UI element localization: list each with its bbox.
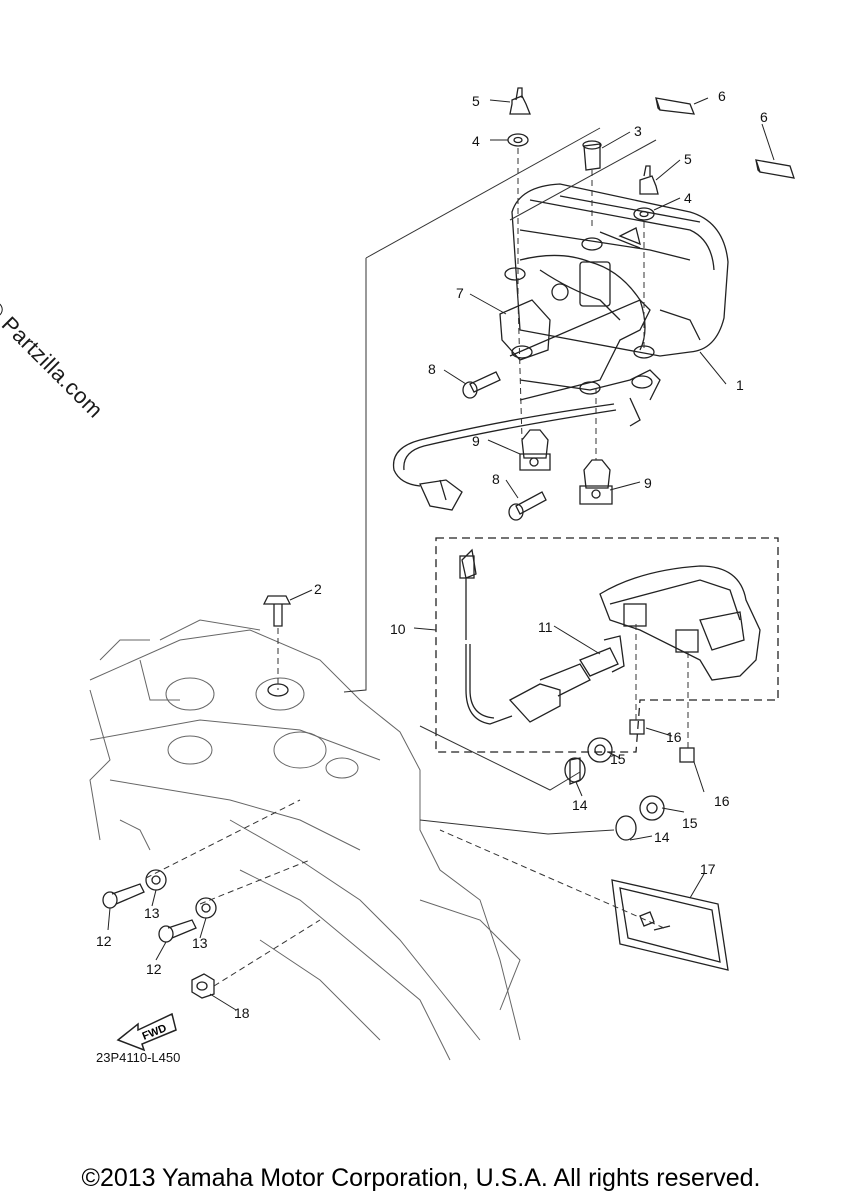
callout-8-b: 8 — [492, 471, 500, 487]
callout-7: 7 — [456, 285, 464, 301]
callout-4-b: 4 — [684, 190, 692, 206]
plate-gasket — [611, 879, 729, 971]
callout-8-a: 8 — [428, 361, 436, 377]
diagram-code: 23P4110-L450 — [96, 1050, 181, 1065]
callout-13-b: 13 — [192, 935, 208, 951]
callout-9-b: 9 — [644, 475, 652, 491]
callout-18: 18 — [234, 1005, 250, 1021]
callout-9-a: 9 — [472, 433, 480, 449]
callout-2: 2 — [314, 581, 322, 597]
callout-1: 1 — [736, 377, 744, 393]
license-lamp — [459, 548, 761, 725]
hardware-top — [507, 87, 795, 221]
callout-16-a: 16 — [666, 729, 682, 745]
mounting-bracket — [392, 237, 661, 511]
callout-10: 10 — [390, 621, 406, 637]
taillight-assembly — [511, 183, 729, 357]
callout-16-b: 16 — [714, 793, 730, 809]
callout-6-b: 6 — [760, 109, 768, 125]
fwd-label: FWD — [141, 1022, 169, 1043]
copyright-text: ©2013 Yamaha Motor Corporation, U.S.A. A… — [81, 1164, 761, 1192]
callout-13-a: 13 — [144, 905, 160, 921]
callout-11: 11 — [538, 619, 553, 635]
screws-and-clips — [462, 371, 613, 521]
fwd-arrow — [116, 1012, 177, 1052]
callout-14-b: 14 — [654, 829, 670, 845]
callout-3: 3 — [634, 123, 642, 139]
callout-15-b: 15 — [682, 815, 698, 831]
callout-15-a: 15 — [610, 751, 626, 767]
callout-6-a: 6 — [718, 88, 726, 104]
callout-12-b: 12 — [146, 961, 162, 977]
callout-4-a: 4 — [472, 133, 480, 149]
callout-12-a: 12 — [96, 933, 112, 949]
callout-17: 17 — [700, 861, 716, 877]
callout-14-a: 14 — [572, 797, 588, 813]
rear-fender — [89, 619, 521, 1061]
callout-5-b: 5 — [684, 151, 692, 167]
callout-5-a: 5 — [472, 93, 480, 109]
